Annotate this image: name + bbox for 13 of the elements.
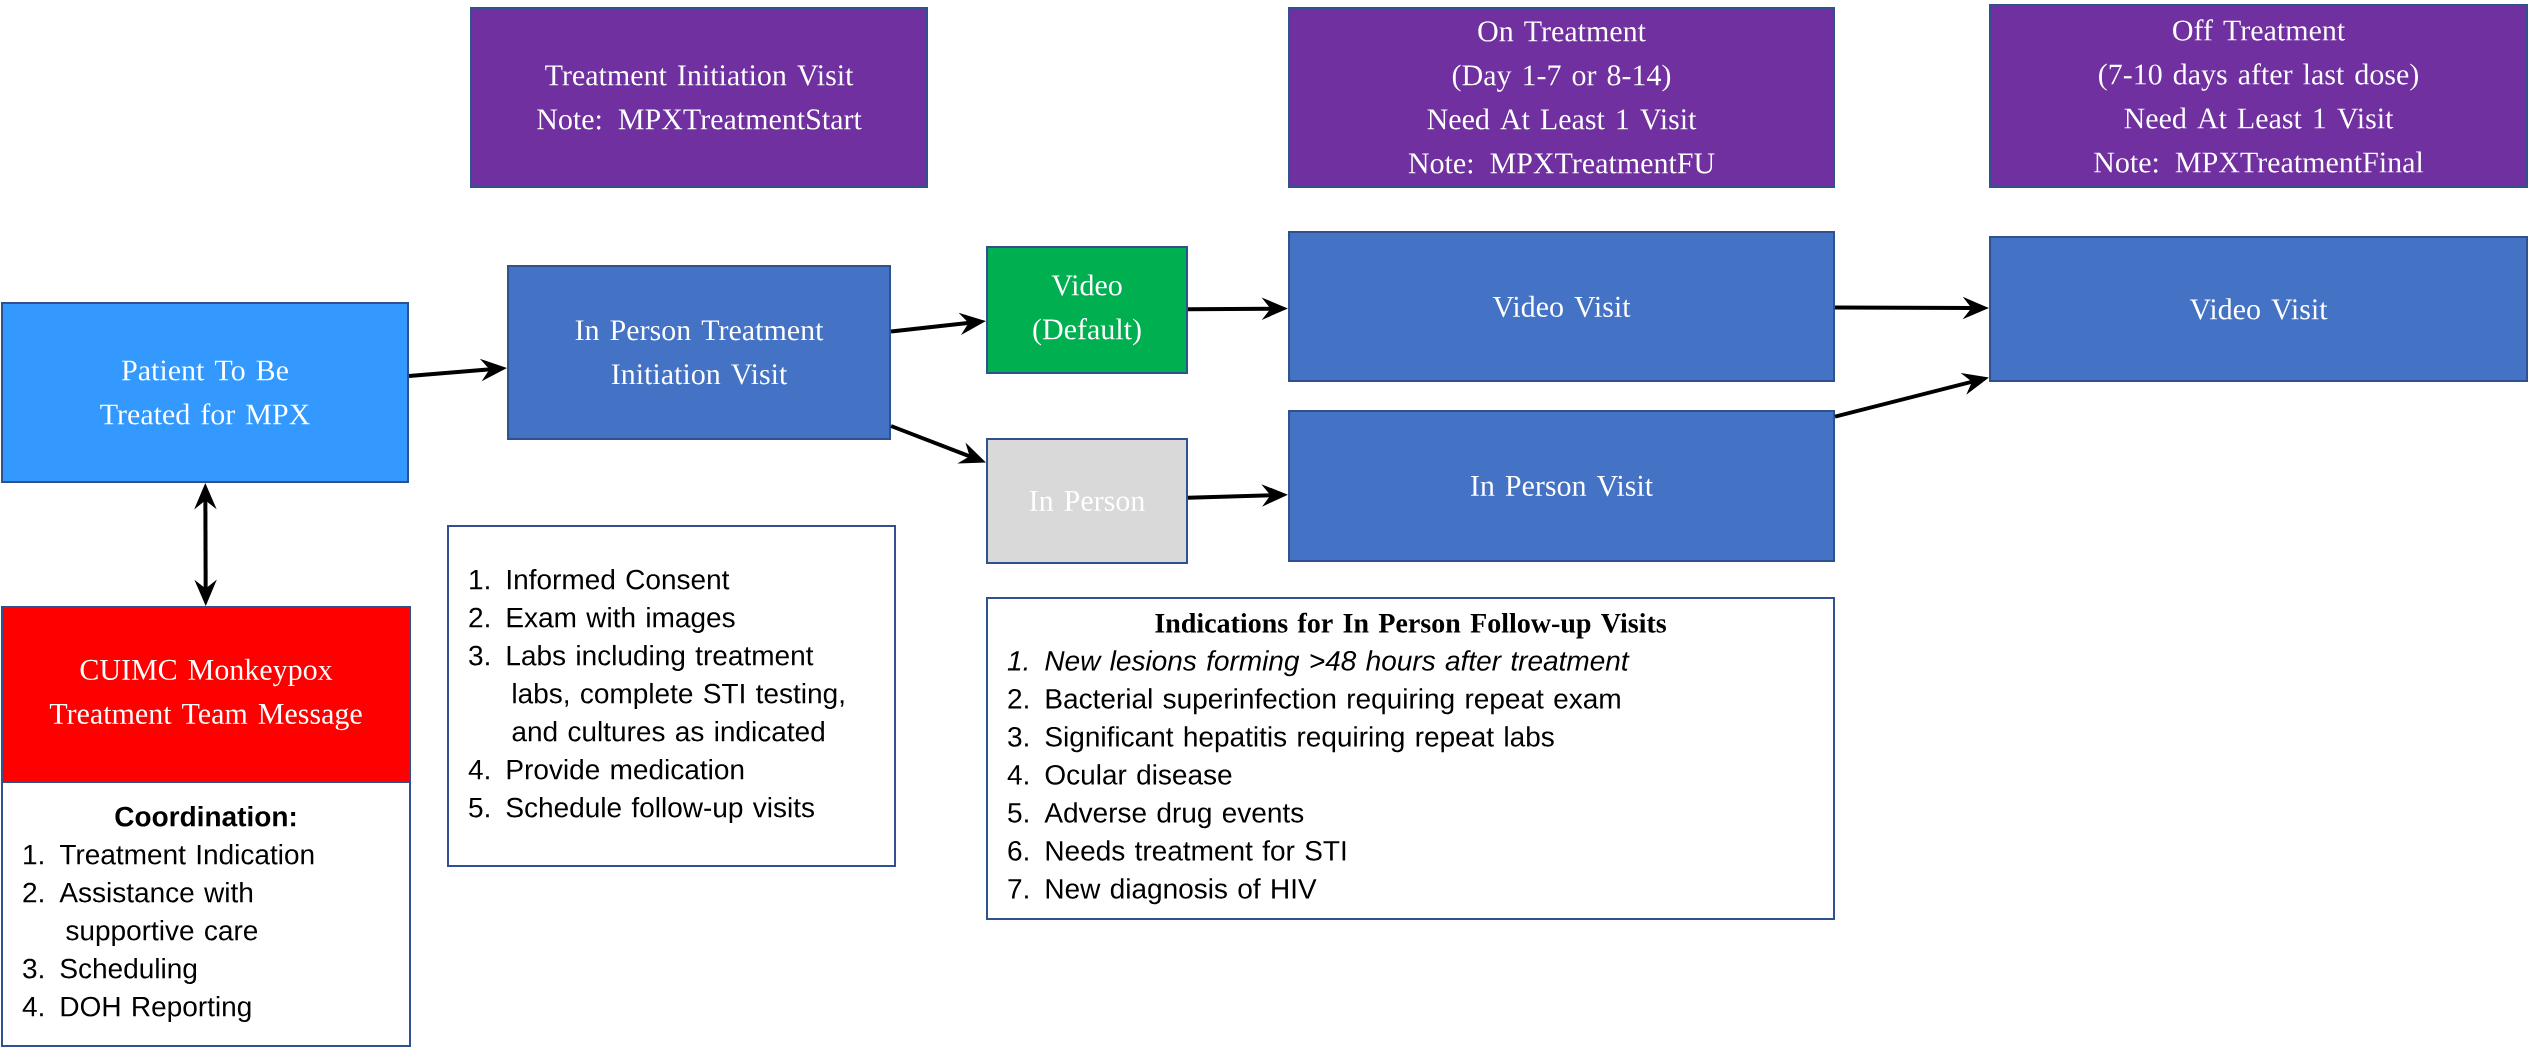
list-box: 1. Informed Consent 2. Exam with images 3. Labs including treatment labs, complete STI testing, and cultures as indicated 4. Provide medication 5. Schedule follow-up visits <box>447 525 896 867</box>
header-box: Off Treatment (7-10 days after last dose) Need At Least 1 Visit Note: MPXTreatmentFinal <box>1989 4 2528 188</box>
option-box: Video (Default) <box>986 246 1188 374</box>
process-box: In Person Treatment Initiation Visit <box>507 265 891 440</box>
list-box: Coordination: 1. Treatment Indication 2. Assistance with supportive care 3. Scheduling 4. DOH Reporting <box>1 781 411 1047</box>
start-box: Patient To Be Treated for MPX <box>1 302 409 483</box>
list-box: Indications for In Person Follow-up Visits 1. New lesions forming >48 hours after treatment 2. Bacterial superinfection requiring repeat exam 3. Significant hepatitis requiring repeat labs 4. Ocular disease 5. Adverse drug events 6. Needs treatment for STI 7. New diagnosis of HIV <box>986 597 1835 920</box>
process-box: Video Visit <box>1989 236 2528 382</box>
header-box: On Treatment (Day 1-7 or 8-14) Need At Least 1 Visit Note: MPXTreatmentFU <box>1288 7 1835 188</box>
process-box: Video Visit <box>1288 231 1835 382</box>
contact-box: CUIMC Monkeypox Treatment Team Message <box>1 606 411 783</box>
process-box: In Person Visit <box>1288 410 1835 562</box>
header-box: Treatment Initiation Visit Note: MPXTreatmentStart <box>470 7 928 188</box>
